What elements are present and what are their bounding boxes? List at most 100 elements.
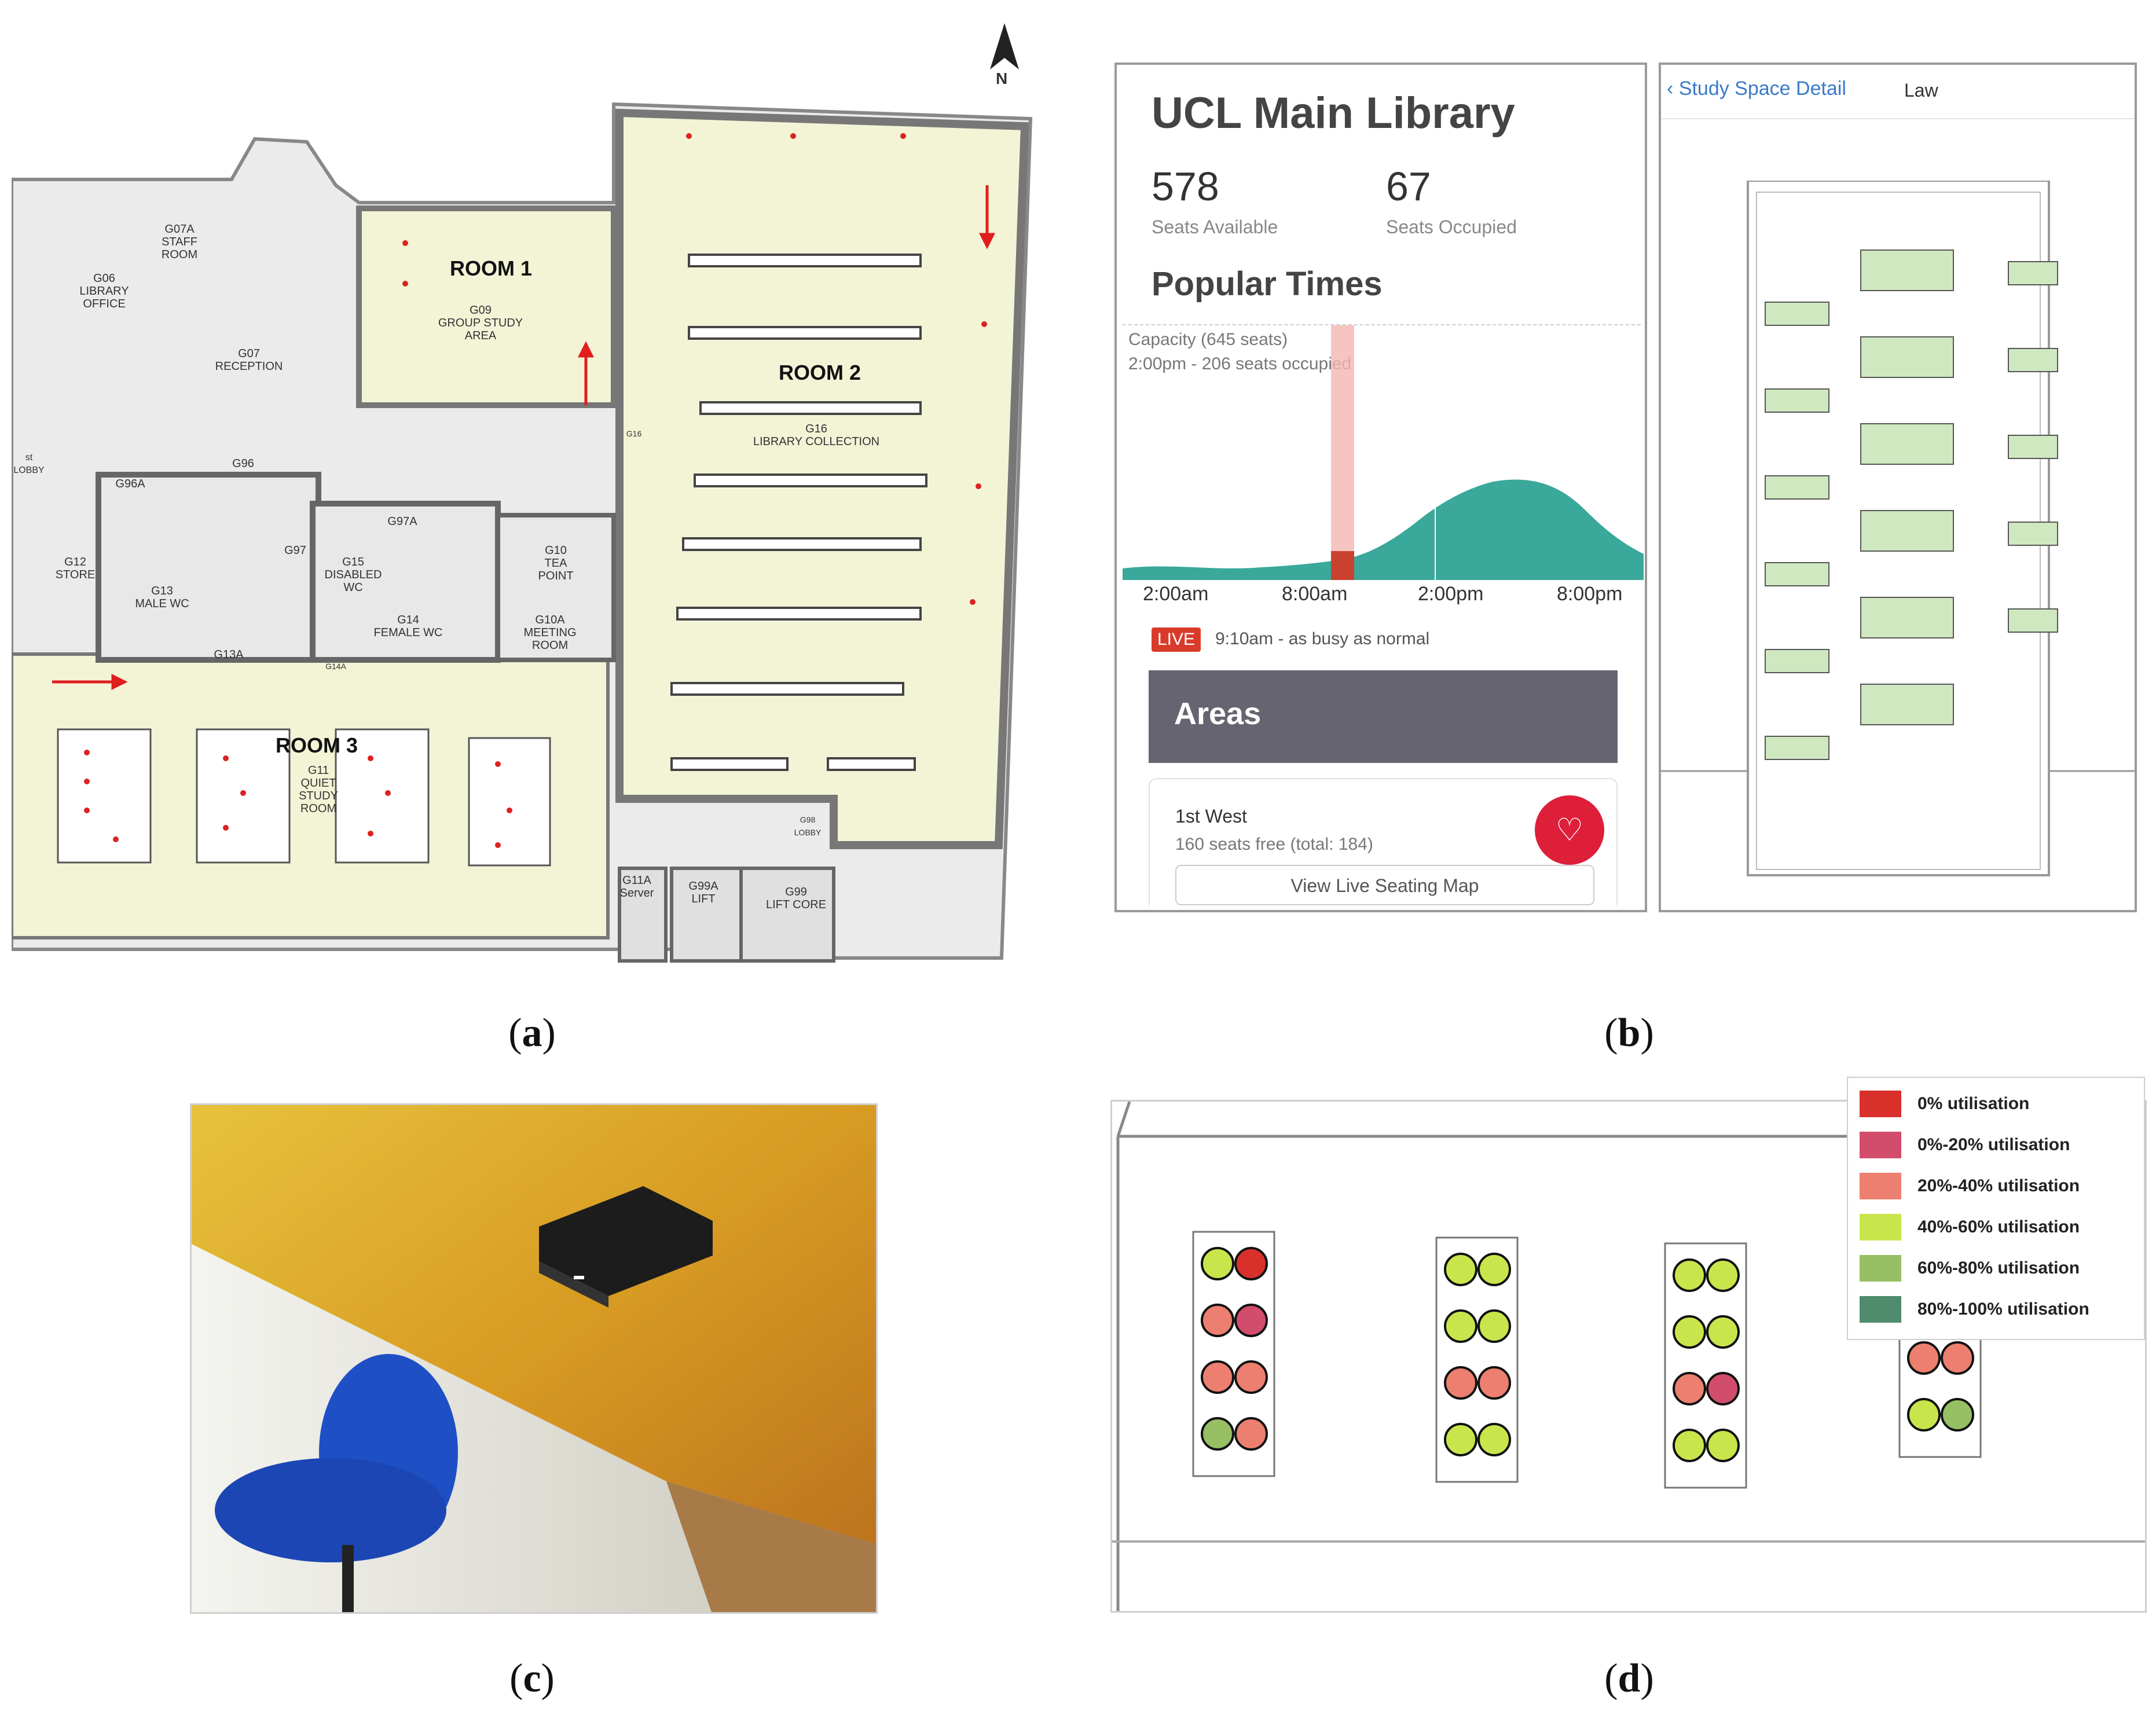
seat-utilisation-marker xyxy=(1706,1258,1740,1292)
seat-block[interactable] xyxy=(1765,388,1829,413)
time-note: 2:00pm - 206 seats occupied xyxy=(1128,354,1352,373)
seat-utilisation-marker xyxy=(1234,1360,1268,1394)
north-label: N xyxy=(996,69,1008,87)
seat-utilisation-marker xyxy=(1907,1398,1941,1432)
tick-label: 8:00pm xyxy=(1557,583,1623,605)
seat-block[interactable] xyxy=(2008,348,2058,372)
seat-utilisation-marker xyxy=(1201,1304,1234,1337)
back-link[interactable]: ‹ Study Space Detail xyxy=(1667,78,1846,100)
sensor-photo xyxy=(190,1103,878,1614)
g97-label: G97 xyxy=(284,544,306,557)
current-time-bar xyxy=(1331,325,1354,580)
location-label: Law xyxy=(1904,80,1938,101)
g13-label: G13 MALE WC xyxy=(135,585,189,610)
seat-utilisation-marker xyxy=(1201,1417,1234,1451)
seat-utilisation-marker xyxy=(1706,1429,1740,1462)
seat-block[interactable] xyxy=(1765,562,1829,586)
seat-utilisation-marker xyxy=(1444,1423,1477,1456)
seat-utilisation-marker xyxy=(1673,1315,1706,1349)
caption-c: (c) xyxy=(509,1656,555,1701)
tick-label: 8:00am xyxy=(1282,583,1348,605)
seat-block[interactable] xyxy=(2008,435,2058,459)
g99-label: G99 LIFT CORE xyxy=(765,886,827,911)
seat-utilisation-marker xyxy=(1234,1417,1268,1451)
g96-label: G96 xyxy=(232,457,254,470)
current-time-highlight xyxy=(1331,551,1354,580)
legend-label: 0%-20% utilisation xyxy=(1917,1135,2070,1154)
seat-block[interactable] xyxy=(1765,302,1829,326)
legend-swatch xyxy=(1860,1091,1901,1117)
study-space-detail-screen: ‹ Study Space Detail Law xyxy=(1659,63,2137,912)
tick-label: 2:00pm xyxy=(1418,583,1484,605)
caption-d: (d) xyxy=(1604,1656,1654,1701)
library-title: UCL Main Library xyxy=(1152,89,1515,138)
seat-block[interactable] xyxy=(1765,649,1829,673)
seat-block[interactable] xyxy=(1765,736,1829,760)
g98-label: G98 LOBBY xyxy=(794,815,822,837)
legend-label: 60%-80% utilisation xyxy=(1917,1258,2080,1278)
tick-label: 2:00am xyxy=(1143,583,1209,605)
room-1-label: ROOM 1 xyxy=(450,256,533,280)
legend-label: 40%-60% utilisation xyxy=(1917,1217,2080,1236)
seat-block[interactable] xyxy=(1860,510,1954,552)
seat-block[interactable] xyxy=(1860,423,1954,465)
g12-label: G12 STORE xyxy=(55,556,96,581)
seat-utilisation-marker xyxy=(1477,1423,1511,1456)
popular-times-area xyxy=(1123,479,1644,580)
legend-swatch xyxy=(1860,1214,1901,1240)
area-seats-free: 160 seats free (total: 184) xyxy=(1175,835,1373,854)
seat-utilisation-marker xyxy=(1444,1366,1477,1400)
seat-block[interactable] xyxy=(2008,522,2058,546)
caption-b: (b) xyxy=(1604,1011,1654,1055)
seat-block[interactable] xyxy=(2008,608,2058,633)
heart-icon: ♡ xyxy=(1555,813,1584,847)
seat-block[interactable] xyxy=(1860,684,1954,725)
popular-times-title: Popular Times xyxy=(1152,265,1383,303)
seat-utilisation-marker xyxy=(1234,1247,1268,1280)
caption-a: (a) xyxy=(508,1011,556,1055)
room-3-label: ROOM 3 xyxy=(276,733,358,757)
seat-utilisation-marker xyxy=(1477,1253,1511,1286)
seat-utilisation-marker xyxy=(1941,1398,1974,1432)
legend-label: 80%-100% utilisation xyxy=(1917,1300,2089,1319)
seat-utilisation-marker xyxy=(1706,1372,1740,1405)
seats-occupied-label: Seats Occupied xyxy=(1386,216,1517,237)
legend-swatch xyxy=(1860,1255,1901,1282)
seat-block[interactable] xyxy=(2008,261,2058,285)
seat-utilisation-marker xyxy=(1444,1253,1477,1286)
g09-label: G09 GROUP STUDY AREA xyxy=(438,304,523,342)
g97a-label: G97A xyxy=(387,515,417,528)
floor-plan: ROOM 1 ROOM 2 ROOM 3 N G06 LIBRARY OFFIC… xyxy=(10,12,1042,972)
g16-small-label: G16 xyxy=(626,429,642,438)
seat-utilisation-marker xyxy=(1941,1341,1974,1375)
legend-swatch xyxy=(1860,1296,1901,1323)
seat-block[interactable] xyxy=(1860,249,1954,291)
seat-block[interactable] xyxy=(1860,597,1954,638)
seats-available-label: Seats Available xyxy=(1152,216,1278,237)
sensor-photo-drawing xyxy=(192,1105,876,1612)
g14-label: G14 FEMALE WC xyxy=(373,614,443,639)
area-name: 1st West xyxy=(1175,806,1247,827)
view-live-seating-map-button[interactable]: View Live Seating Map xyxy=(1175,865,1594,905)
seat-block[interactable] xyxy=(1860,336,1954,378)
g99a-label: G99A LIFT xyxy=(688,880,718,905)
g15-label: G15 DISABLED WC xyxy=(324,556,382,594)
legend-label: 0% utilisation xyxy=(1917,1094,2030,1113)
live-status-text: 9:10am - as busy as normal xyxy=(1215,629,1430,648)
seat-block[interactable] xyxy=(1765,475,1829,500)
g16-label: G16 LIBRARY COLLECTION xyxy=(753,423,880,448)
capacity-note: Capacity (645 seats) xyxy=(1128,330,1288,349)
library-app-screen: UCL Main Library 578 Seats Available 67 … xyxy=(1114,63,1647,912)
seat-utilisation-marker xyxy=(1673,1429,1706,1462)
areas-header[interactable]: Areas xyxy=(1149,670,1618,763)
back-label: Study Space Detail xyxy=(1678,78,1846,100)
g07a-label: G07A STAFF ROOM xyxy=(161,223,198,261)
favorite-button[interactable]: ♡ xyxy=(1535,795,1604,865)
g13a-label: G13A xyxy=(214,648,244,661)
g11-label: G11 QUIET STUDY ROOM xyxy=(299,764,338,815)
seat-utilisation-marker xyxy=(1477,1366,1511,1400)
area-card[interactable]: 1st West 160 seats free (total: 184) ♡ V… xyxy=(1149,778,1618,905)
seat-utilisation-marker xyxy=(1234,1304,1268,1337)
seat-utilisation-marker xyxy=(1444,1309,1477,1343)
